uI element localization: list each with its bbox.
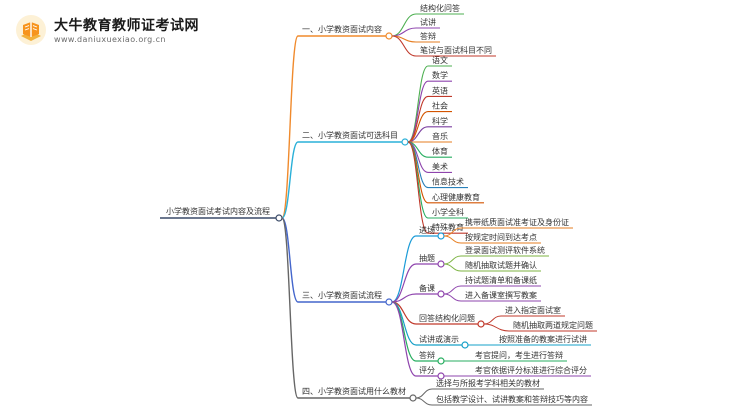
branch-2-subject-label: 社会 <box>432 101 448 111</box>
branch-4-collapse-knob <box>409 394 417 402</box>
branch-2-collapse-knob <box>401 138 409 146</box>
branch-1-collapse-knob <box>385 32 393 40</box>
branch-3-detail-connector <box>483 323 510 332</box>
branch-3-step-connector <box>391 235 417 303</box>
branch-3-step-collapse-knob <box>437 357 445 365</box>
branch-3-step-label: 回答结构化问题 <box>419 313 475 323</box>
branch-3-detail-connector <box>443 293 462 302</box>
branch-2-subject-connector <box>407 111 429 143</box>
book-logo-icon <box>16 15 46 45</box>
branch-3-step-label: 备课 <box>419 283 435 293</box>
branch-3-step-label: 试讲或演示 <box>419 334 459 344</box>
branch-3-detail-label: 考官提问，考生进行答辩 <box>475 350 563 360</box>
branch-3-step-connector <box>391 263 417 303</box>
branch-3-detail-label: 持试题清单和备课纸 <box>465 275 537 285</box>
branch-1-item-label: 结构化问答 <box>420 3 460 13</box>
branch-3-step-label: 抽题 <box>419 253 435 263</box>
branch-4-item-connector <box>415 397 433 406</box>
branch-2-subject-connector <box>407 141 429 219</box>
branch-3-connector <box>281 217 299 303</box>
branch-3-step-connector <box>391 301 417 377</box>
branch-1-item-connector <box>391 13 417 37</box>
branch-1-item-label: 试讲 <box>420 17 436 27</box>
branch-3-detail-label: 进入备课室撰写教案 <box>465 290 537 300</box>
branch-1-item-label: 答辩 <box>420 31 436 41</box>
branch-1-label: 一、小学教资面试内容 <box>302 24 382 34</box>
branch-3-detail-label: 携带纸质面试准考证及身份证 <box>465 217 569 227</box>
branch-3-detail-connector <box>443 263 462 272</box>
branch-2-subject-label: 数学 <box>432 70 448 80</box>
branch-3-step-label: 进场 <box>419 226 435 235</box>
branch-4-label: 四、小学教资面试用什么教材 <box>302 386 406 396</box>
branch-3-detail-label: 考官依据评分标准进行综合评分 <box>475 365 587 375</box>
branch-2-subject-label: 特殊教育 <box>432 222 464 232</box>
branch-3-detail-label: 按照准备的教案进行试讲 <box>499 334 587 344</box>
branch-3-step-label: 评分 <box>419 366 435 375</box>
branch-2-subject-label: 小学全科 <box>432 207 464 217</box>
center-collapse-knob <box>275 214 283 222</box>
branch-3-detail-connector <box>483 315 502 325</box>
branch-1-item-connector <box>391 35 417 57</box>
branch-3-label: 三、小学教资面试流程 <box>302 290 382 300</box>
branch-3-step-connector <box>391 293 417 303</box>
branch-3-detail-connector <box>443 285 462 295</box>
branch-2-subject-connector <box>407 80 429 143</box>
brand-logo: 大牛教育教师证考试网 www.daniuxuexiao.org.cn <box>14 12 234 52</box>
branch-3-detail-connector <box>443 235 462 244</box>
brand-title: 大牛教育教师证考试网 <box>54 18 199 34</box>
branch-2-subject-label: 心理健康教育 <box>432 192 480 202</box>
branch-3-detail-label: 登录面试测评软件系统 <box>465 245 545 255</box>
branch-3-collapse-knob <box>385 298 393 306</box>
branch-2-subject-label: 科学 <box>432 116 448 126</box>
branch-3-step-collapse-knob <box>437 232 445 240</box>
branch-2-subject-connector <box>407 141 429 204</box>
branch-2-subject-label: 英语 <box>432 85 448 95</box>
brand-url: www.daniuxuexiao.org.cn <box>54 35 166 44</box>
branch-2-subject-label: 音乐 <box>432 131 448 141</box>
branch-4-item-label: 包括教学设计、试讲教案和答辩技巧等内容 <box>436 394 588 404</box>
branch-2-subject-label: 体育 <box>432 146 448 156</box>
branch-2-subject-connector <box>407 65 429 143</box>
center-topic-label: 小学教资面试考试内容及流程 <box>166 206 270 216</box>
branch-3-step-connector <box>391 301 417 362</box>
branch-3-detail-label: 按规定时间到达考点 <box>465 232 537 242</box>
branch-2-label: 二、小学教资面试可选科目 <box>302 130 398 140</box>
branch-3-detail-label: 进入指定面试室 <box>505 305 561 315</box>
branch-3-step-collapse-knob <box>477 320 485 328</box>
branch-3-detail-label: 随机抽取试题并确认 <box>465 260 537 270</box>
branch-3-step-collapse-knob <box>461 341 469 349</box>
branch-2-connector <box>281 141 299 219</box>
branch-2-subject-label: 语文 <box>432 55 448 65</box>
branch-1-connector <box>281 35 299 219</box>
branch-3-detail-label: 随机抽取两道规定问题 <box>513 320 593 330</box>
branch-4-item-label: 选择与所报考学科相关的教材 <box>436 378 540 388</box>
branch-1-item-label: 笔试与面试科目不同 <box>420 45 492 55</box>
branch-3-step-label: 答辩 <box>419 350 435 360</box>
branch-3-detail-connector <box>443 255 462 265</box>
branch-4-item-connector <box>415 388 433 399</box>
branch-2-subject-connector <box>407 141 429 234</box>
branch-3-step-collapse-knob <box>437 260 445 268</box>
branch-2-subject-label: 美术 <box>432 161 448 171</box>
branch-4-connector <box>281 217 299 399</box>
branch-3-step-collapse-knob <box>437 290 445 298</box>
branch-2-subject-label: 信息技术 <box>432 177 464 187</box>
